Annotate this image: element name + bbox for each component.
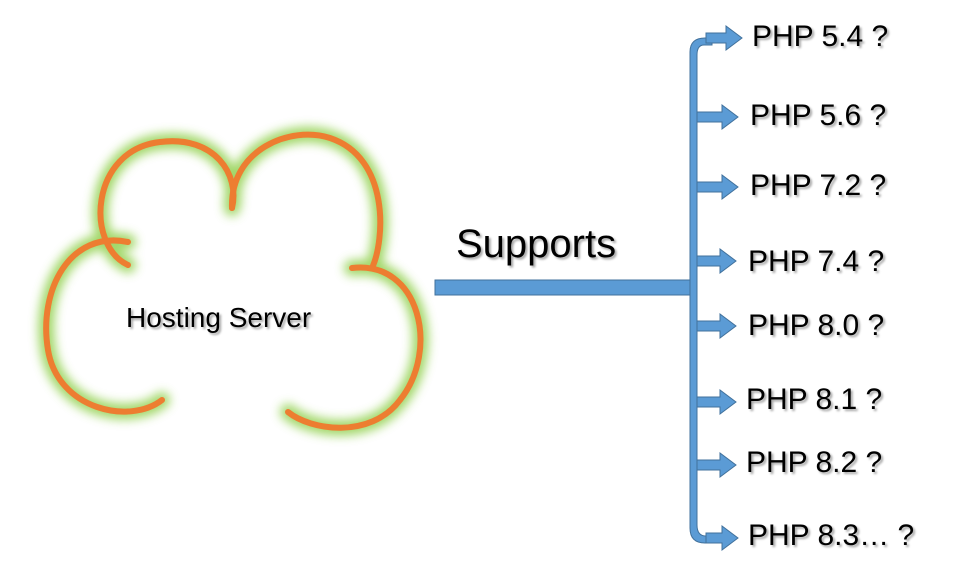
php-version-label: PHP 7.2 ? — [750, 169, 887, 202]
php-version-label: PHP 5.4 ? — [752, 20, 889, 53]
php-version-label: PHP 5.6 ? — [750, 99, 887, 132]
branch-arrow — [705, 525, 739, 551]
branch-arrow — [696, 452, 737, 478]
branch-arrow — [696, 174, 739, 200]
php-version-label: PHP 8.1 ? — [746, 383, 883, 416]
supports-connector-bar — [434, 279, 691, 296]
hosting-server-label: Hosting Server — [126, 302, 312, 333]
branch-arrow — [696, 104, 739, 130]
branch-bracket — [689, 37, 713, 544]
php-version-label: PHP 8.2 ? — [746, 446, 883, 479]
cloud-icon — [38, 126, 429, 436]
php-version-label: PHP 8.3… ? — [748, 519, 915, 552]
branch-arrows — [696, 25, 743, 551]
php-version-label: PHP 8.0 ? — [748, 309, 885, 342]
branch-arrow — [705, 25, 743, 51]
branch-arrow — [696, 248, 737, 274]
supports-label: Supports — [456, 222, 617, 266]
php-version-label: PHP 7.4 ? — [748, 245, 885, 278]
branch-arrow — [696, 389, 737, 415]
branch-arrow — [696, 313, 737, 339]
